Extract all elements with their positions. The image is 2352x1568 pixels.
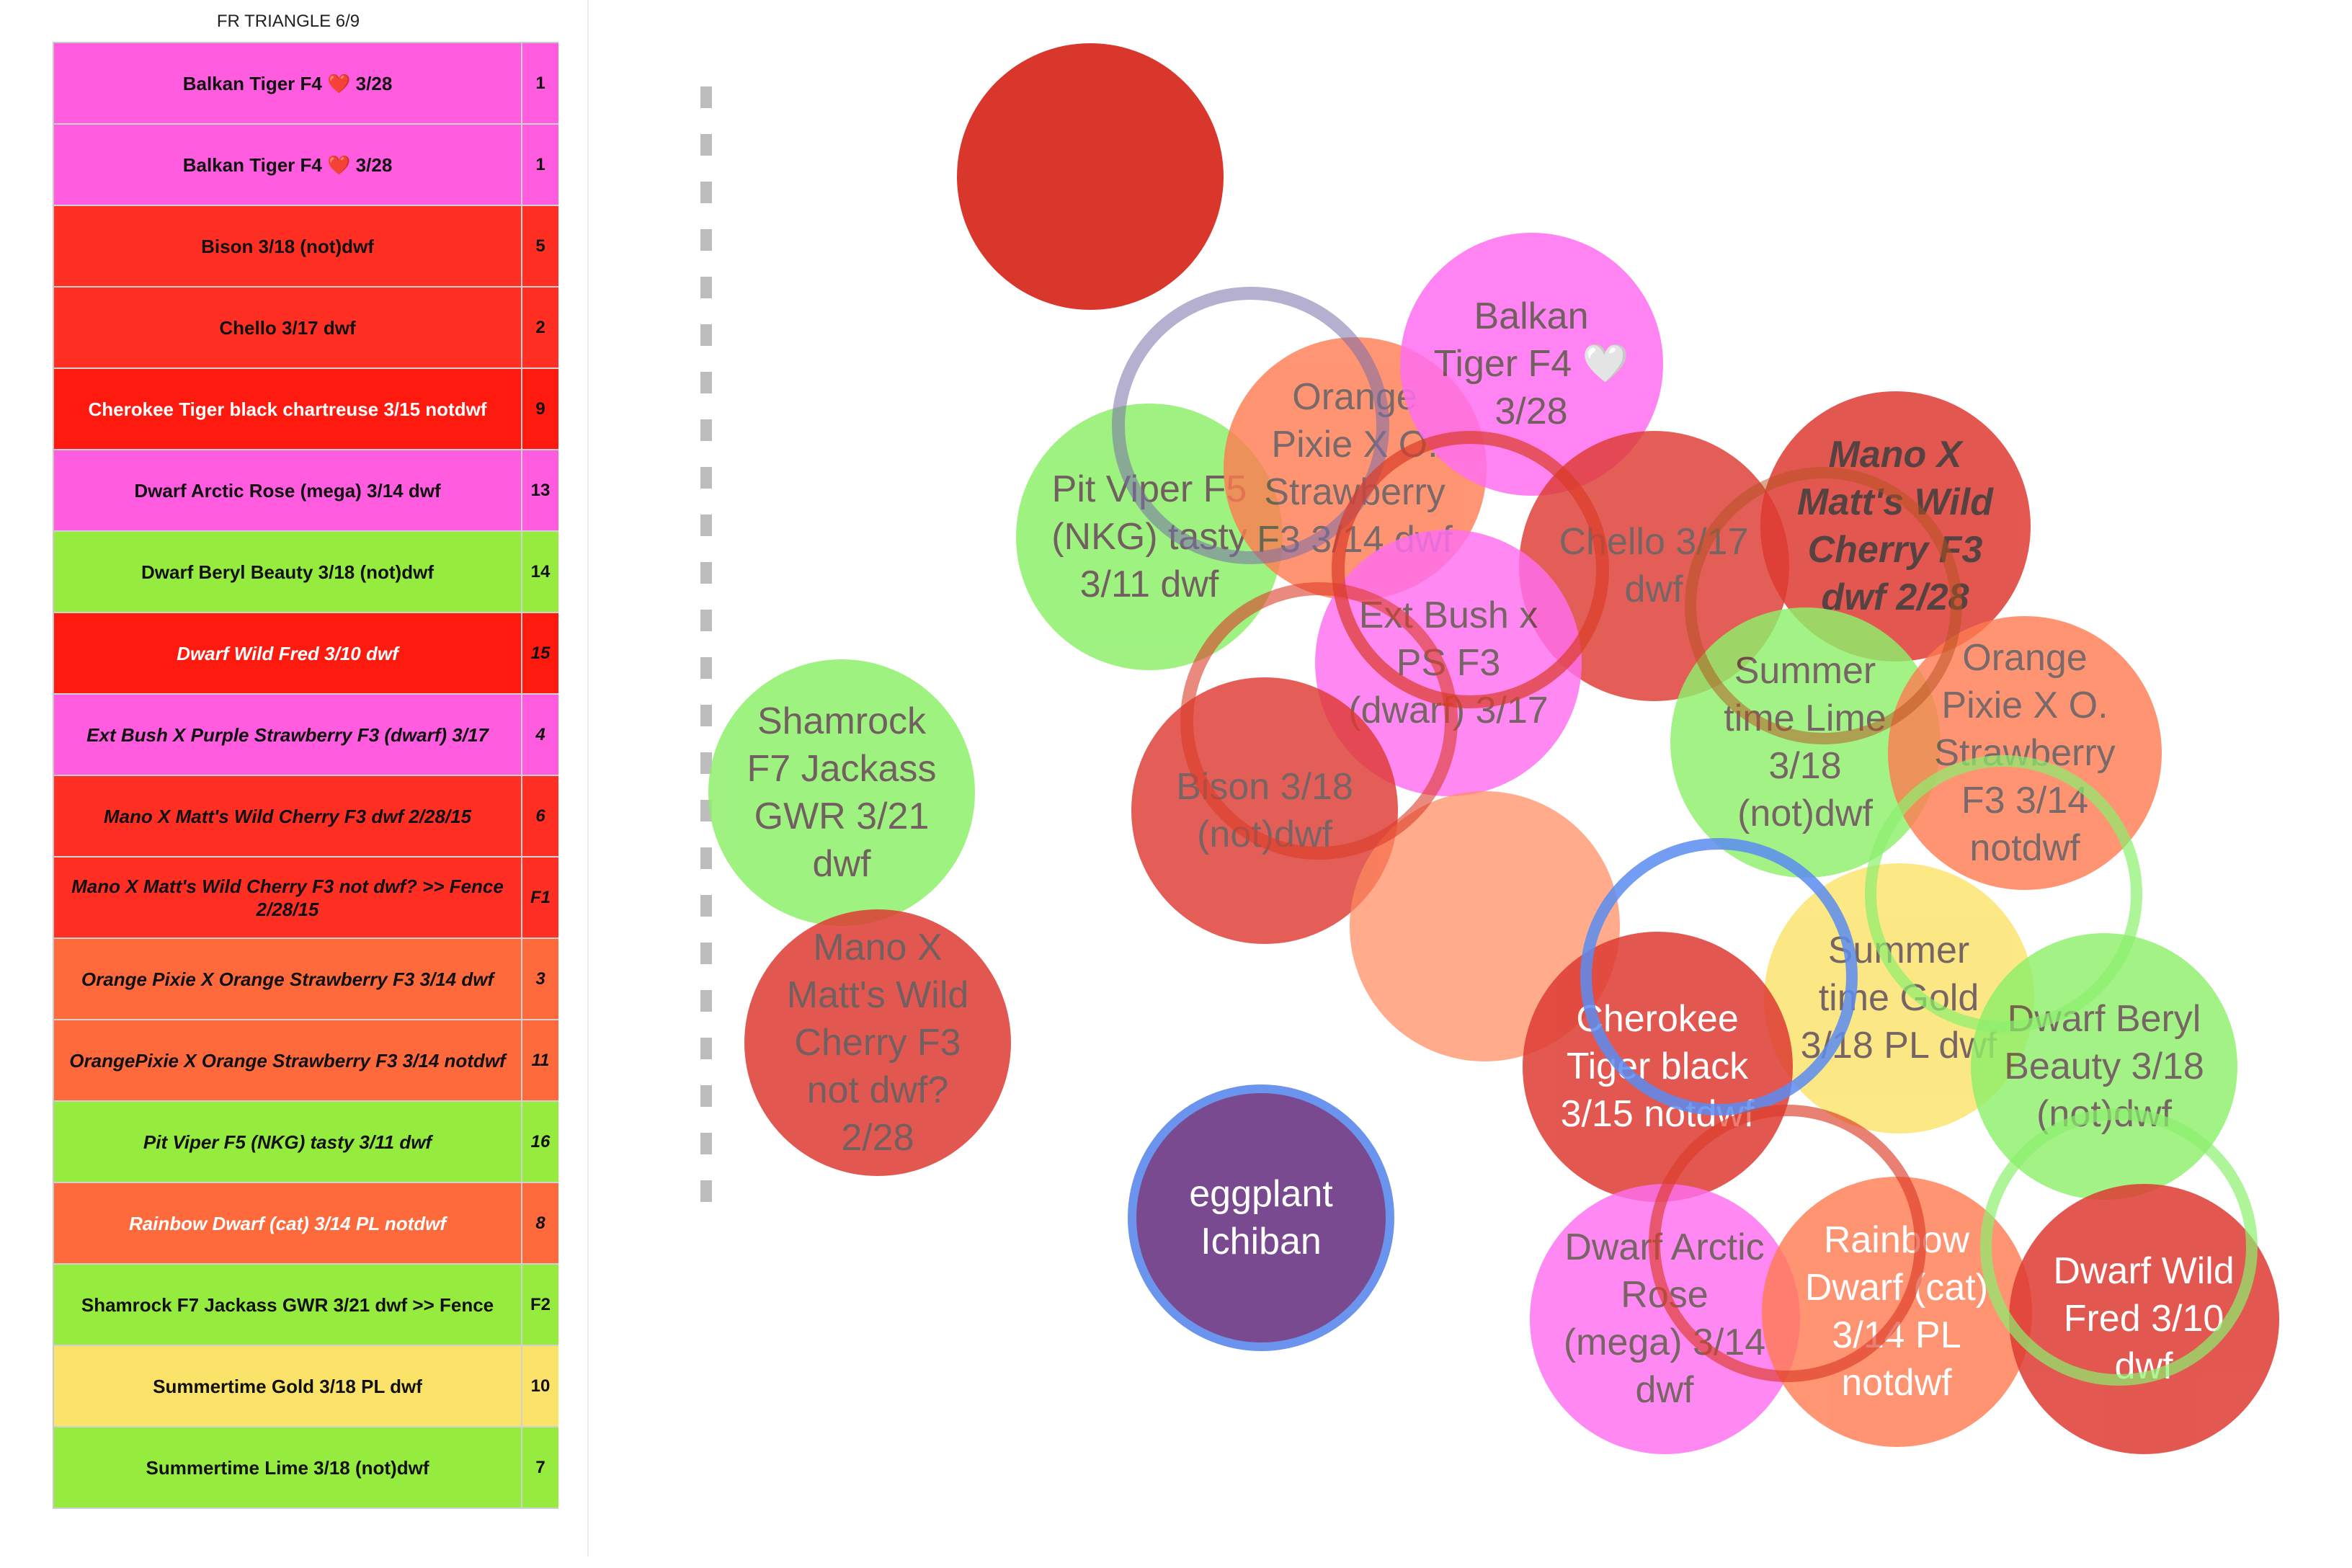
table-row: Shamrock F7 Jackass GWR 3/21 dwf >> Fenc… bbox=[54, 1265, 558, 1346]
overlap-ring bbox=[1684, 466, 1962, 744]
row-plant-number: F1 bbox=[530, 887, 551, 907]
row-plant-name: Mano X Matt's Wild Cherry F3 not dwf? >>… bbox=[54, 858, 522, 937]
row-plant-number: 15 bbox=[530, 643, 551, 663]
row-plant-name: Shamrock F7 Jackass GWR 3/21 dwf >> Fenc… bbox=[54, 1265, 522, 1345]
row-plant-name: Bison 3/18 (not)dwf bbox=[54, 206, 522, 286]
table-row: Ext Bush X Purple Strawberry F3 (dwarf) … bbox=[54, 695, 558, 776]
legend-panel: FR TRIANGLE 6/9 Balkan Tiger F4 ❤️ 3/28 1… bbox=[0, 0, 589, 1556]
plant-bubble-shamrock[interactable]: Shamrock F7 Jackass GWR 3/21 dwf bbox=[708, 659, 975, 926]
row-plant-name: Rainbow Dwarf (cat) 3/14 PL notdwf bbox=[54, 1183, 522, 1263]
row-plant-number: 16 bbox=[530, 1131, 551, 1152]
table-row: Summertime Lime 3/18 (not)dwf 7 bbox=[54, 1427, 558, 1509]
plant-bubble-mano-notdwf[interactable]: Mano X Matt's Wild Cherry F3 not dwf? 2/… bbox=[744, 909, 1011, 1176]
plant-bubble-label: Mano X Matt's Wild Cherry F3 not dwf? 2/… bbox=[786, 927, 969, 1159]
table-row: Rainbow Dwarf (cat) 3/14 PL notdwf 8 bbox=[54, 1183, 558, 1265]
overlap-ring bbox=[1580, 837, 1858, 1115]
table-row: OrangePixie X Orange Strawberry F3 3/14 … bbox=[54, 1020, 558, 1102]
table-row: Dwarf Wild Fred 3/10 dwf 15 bbox=[54, 613, 558, 695]
table-row: Pit Viper F5 (NKG) tasty 3/11 dwf 16 bbox=[54, 1102, 558, 1183]
table-row: Balkan Tiger F4 ❤️ 3/28 1 bbox=[54, 125, 558, 206]
row-plant-name: Dwarf Beryl Beauty 3/18 (not)dwf bbox=[54, 532, 522, 612]
plant-bubble-label: Shamrock F7 Jackass GWR 3/21 dwf bbox=[747, 700, 937, 885]
row-plant-number: 9 bbox=[535, 398, 545, 419]
row-plant-number: 1 bbox=[535, 73, 545, 93]
row-plant-name: Chello 3/17 dwf bbox=[54, 288, 522, 368]
row-plant-name: Balkan Tiger F4 ❤️ 3/28 bbox=[54, 43, 522, 123]
table-row: Dwarf Beryl Beauty 3/18 (not)dwf 14 bbox=[54, 532, 558, 613]
table-row: Orange Pixie X Orange Strawberry F3 3/14… bbox=[54, 939, 558, 1020]
row-plant-number: 7 bbox=[535, 1457, 545, 1477]
row-plant-number: 2 bbox=[535, 317, 545, 337]
table-row: Cherokee Tiger black chartreuse 3/15 not… bbox=[54, 369, 558, 450]
table-title: FR TRIANGLE 6/9 bbox=[216, 12, 360, 31]
table-row: Mano X Matt's Wild Cherry F3 not dwf? >>… bbox=[54, 858, 558, 939]
row-plant-number: F2 bbox=[530, 1294, 551, 1314]
fence-line bbox=[700, 86, 712, 1211]
row-plant-number: 3 bbox=[535, 968, 545, 989]
table-row: Balkan Tiger F4 ❤️ 3/28 1 bbox=[54, 43, 558, 125]
row-plant-number: 1 bbox=[535, 154, 545, 174]
row-plant-number: 8 bbox=[535, 1213, 545, 1233]
row-plant-name: OrangePixie X Orange Strawberry F3 3/14 … bbox=[54, 1020, 522, 1100]
row-plant-name: Pit Viper F5 (NKG) tasty 3/11 dwf bbox=[54, 1102, 522, 1182]
row-plant-name: Balkan Tiger F4 ❤️ 3/28 bbox=[54, 125, 522, 205]
row-plant-name: Cherokee Tiger black chartreuse 3/15 not… bbox=[54, 369, 522, 449]
plant-bubble-unlabeled-red-top[interactable] bbox=[957, 43, 1224, 310]
row-plant-name: Orange Pixie X Orange Strawberry F3 3/14… bbox=[54, 939, 522, 1019]
row-plant-number: 6 bbox=[535, 806, 545, 826]
row-plant-number: 13 bbox=[530, 480, 551, 500]
row-plant-name: Dwarf Arctic Rose (mega) 3/14 dwf bbox=[54, 450, 522, 530]
row-plant-number: 10 bbox=[530, 1376, 551, 1396]
plant-bubble-label: Balkan Tiger F4 🤍 3/28 bbox=[1433, 295, 1629, 432]
row-plant-number: 14 bbox=[530, 561, 551, 582]
table-row: Bison 3/18 (not)dwf 5 bbox=[54, 206, 558, 288]
row-plant-name: Ext Bush X Purple Strawberry F3 (dwarf) … bbox=[54, 695, 522, 775]
row-plant-name: Summertime Lime 3/18 (not)dwf bbox=[54, 1427, 522, 1507]
table-row: Mano X Matt's Wild Cherry F3 dwf 2/28/15… bbox=[54, 776, 558, 858]
table-row: Chello 3/17 dwf 2 bbox=[54, 288, 558, 369]
overlap-ring bbox=[1180, 582, 1458, 860]
table-row: Summertime Gold 3/18 PL dwf 10 bbox=[54, 1346, 558, 1427]
table-row: Dwarf Arctic Rose (mega) 3/14 dwf 13 bbox=[54, 450, 558, 532]
row-plant-number: 11 bbox=[531, 1050, 550, 1070]
overlap-ring bbox=[1979, 1108, 2258, 1386]
row-plant-name: Summertime Gold 3/18 PL dwf bbox=[54, 1346, 522, 1426]
plant-bubble-eggplant[interactable]: eggplant Ichiban bbox=[1128, 1084, 1394, 1351]
row-plant-number: 5 bbox=[535, 236, 545, 256]
plant-bubble-label: eggplant Ichiban bbox=[1189, 1173, 1333, 1262]
row-plant-name: Dwarf Wild Fred 3/10 dwf bbox=[54, 613, 522, 693]
row-plant-name: Mano X Matt's Wild Cherry F3 dwf 2/28/15 bbox=[54, 776, 522, 856]
overlap-ring bbox=[1648, 1104, 1926, 1382]
row-plant-number: 4 bbox=[535, 724, 545, 744]
overlap-ring bbox=[1864, 754, 2142, 1033]
